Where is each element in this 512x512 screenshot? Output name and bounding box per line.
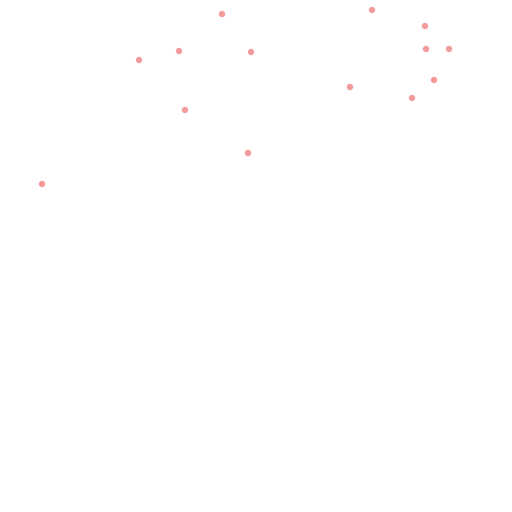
dot <box>430 76 438 84</box>
dot <box>247 48 255 56</box>
dot <box>244 149 252 157</box>
dot <box>445 45 453 53</box>
dot <box>38 180 46 188</box>
dot <box>135 56 143 64</box>
dot <box>175 47 183 55</box>
dot <box>346 83 354 91</box>
dots-layer <box>38 6 453 188</box>
dot <box>368 6 376 14</box>
dot <box>422 45 430 53</box>
dot <box>408 94 416 102</box>
dot <box>421 22 429 30</box>
dot <box>218 10 226 18</box>
dot <box>181 106 189 114</box>
